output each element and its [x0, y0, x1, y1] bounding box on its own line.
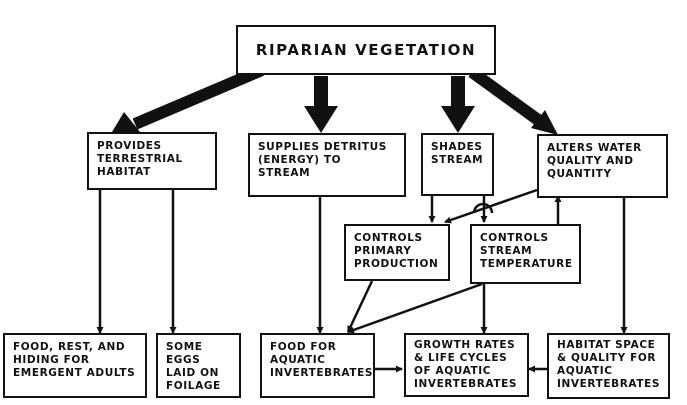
controls-primary-production-box: CONTROLS PRIMARY PRODUCTION	[344, 224, 450, 281]
some-eggs-box: SOME EGGS LAID ON FOILAGE	[156, 333, 241, 398]
thick-arrow-to-shades	[441, 76, 475, 133]
habitat-space-quality-box: HABITAT SPACE & QUALITY FOR AQUATIC INVE…	[547, 333, 670, 399]
thick-arrow-to-terrestrial	[112, 64, 265, 132]
supplies-detritus-box: SUPPLIES DETRITUS (ENERGY) TO STREAM	[248, 133, 406, 197]
food-for-aquatic-invertebrates-box: FOOD FOR AQUATIC INVERTEBRATES	[260, 333, 375, 398]
food-rest-hiding-box: FOOD, REST, AND HIDING FOR EMERGENT ADUL…	[3, 333, 147, 398]
provides-terrestrial-habitat-box: PROVIDES TERRESTRIAL HABITAT	[87, 132, 217, 190]
riparian-vegetation-title: RIPARIAN VEGETATION	[236, 25, 496, 75]
arrow-alters-to-primary	[444, 188, 538, 224]
arrow-primary-to-food-aquatic	[346, 280, 374, 333]
thick-arrow-to-alters	[468, 67, 558, 135]
thick-arrow-to-detritus	[304, 76, 338, 133]
line-crossover-hop	[472, 202, 494, 214]
arrow-temperature-to-food-aquatic	[347, 282, 483, 334]
alters-water-quality-box: ALTERS WATER QUALITY AND QUANTITY	[537, 134, 668, 198]
controls-stream-temperature-box: CONTROLS STREAM TEMPERATURE	[470, 224, 581, 284]
shades-stream-box: SHADES STREAM	[421, 133, 494, 196]
growth-rates-box: GROWTH RATES & LIFE CYCLES OF AQUATIC IN…	[404, 333, 529, 397]
